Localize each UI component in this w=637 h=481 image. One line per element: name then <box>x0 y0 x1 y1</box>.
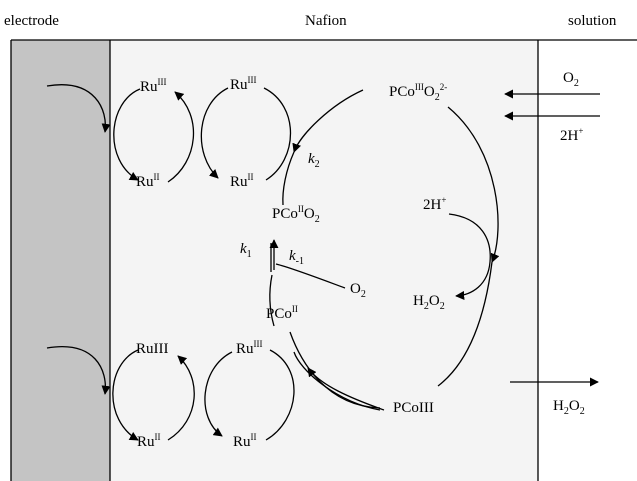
upper-ru1-left-arc <box>113 88 141 181</box>
upper-ru2-right-arc <box>263 87 292 181</box>
k1-to-pcoii-line <box>269 274 275 327</box>
electrode-header: electrode <box>4 13 59 29</box>
lower-ru1-right-arc <box>167 355 195 441</box>
lower-ru-iii-label-1: RuIII <box>136 341 169 357</box>
k-1-label: k-1 <box>289 248 304 267</box>
lower-ru-iii-label-2: RuIII <box>236 339 263 357</box>
lower-ru2-right-arc <box>265 349 295 441</box>
pco-ii-o2-label: PCoIIO2 <box>272 204 320 225</box>
upper-electrode-arrow <box>46 84 111 133</box>
pcoiii-to-pcoii-head <box>307 367 385 411</box>
pco-iii-o2-2minus-label: PCoIIIO22- <box>389 82 447 103</box>
upper-ru-iii-label-1: RuIII <box>140 77 167 95</box>
lower-ru1-left-arc <box>112 349 139 441</box>
o2-solution-label: O2 <box>563 70 579 89</box>
right-arc-upper <box>447 106 500 263</box>
pcoiii-to-ru-line <box>293 351 381 411</box>
upper-ru-ii-label-1: RuII <box>136 172 160 190</box>
upper-ru1-right-arc <box>167 91 195 183</box>
k2-arrow-head-segment <box>292 89 364 153</box>
two-h-plus-solution-label: 2H+ <box>560 126 583 144</box>
two-h-plus-merge <box>448 213 491 263</box>
lower-ru2-left-arc <box>204 351 233 437</box>
upper-ru2-left-arc <box>200 87 229 179</box>
h2o2-solution-label: H2O2 <box>553 398 585 417</box>
upper-ru-iii-label-2: RuIII <box>230 75 257 93</box>
h2o2-out-arrow <box>455 261 491 301</box>
k1-label: k1 <box>240 241 252 260</box>
lower-ru-ii-label-1: RuII <box>137 432 161 450</box>
nafion-header: Nafion <box>305 13 347 29</box>
right-arc-lower <box>437 261 493 387</box>
o2-nafion-label: O2 <box>350 281 366 300</box>
electrode-region <box>11 40 110 481</box>
k2-label: k2 <box>308 151 320 170</box>
lower-ru-ii-label-2: RuII <box>233 432 257 450</box>
pcoiii-label: PCoIII <box>393 400 434 416</box>
lower-electrode-arrow <box>46 346 111 395</box>
nafion-region <box>110 40 538 481</box>
solution-header: solution <box>568 13 617 29</box>
upper-ru-ii-label-2: RuII <box>230 172 254 190</box>
k2-arc-to-pcoo2 <box>282 151 295 206</box>
o2-in-arrow <box>275 263 346 289</box>
two-h-plus-nafion-label: 2H+ <box>423 195 446 213</box>
h2o2-nafion-label: H2O2 <box>413 293 445 312</box>
